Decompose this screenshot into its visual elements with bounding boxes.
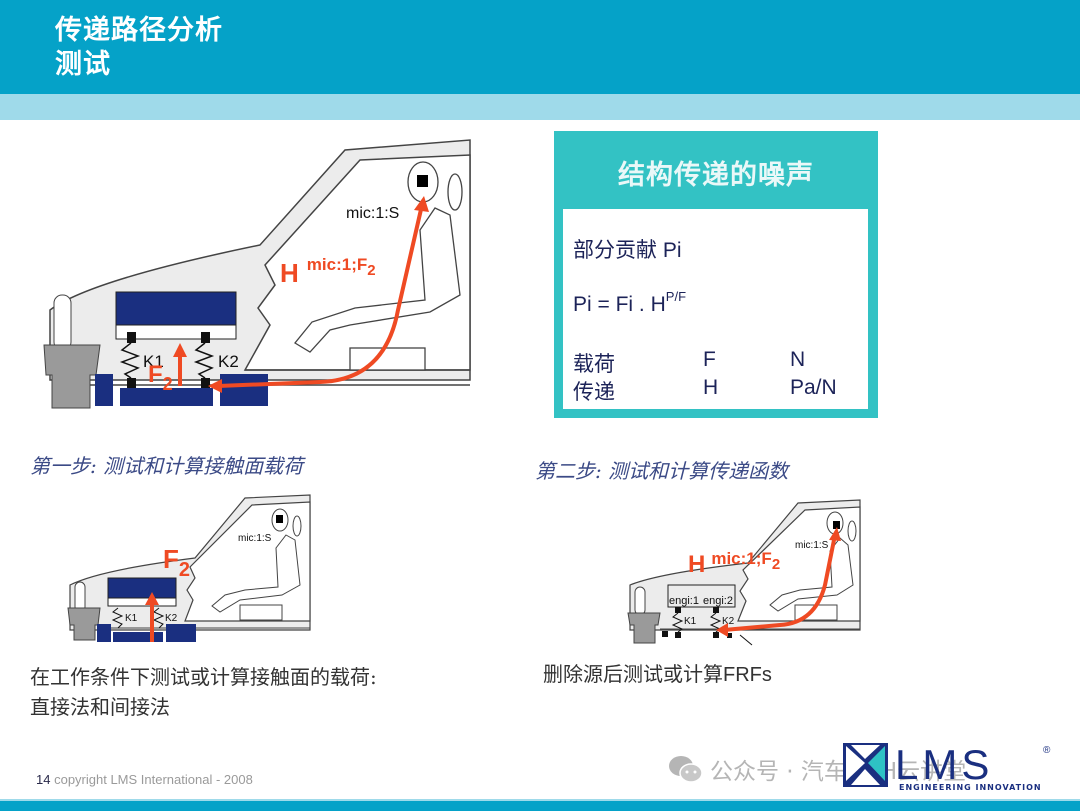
mount-top-1 [675,607,681,613]
cabin-window [243,154,471,371]
mount-top-2 [201,332,210,343]
copyright-text: 14 copyright LMS International - 2008 [36,772,253,787]
step2-description: 删除源后测试或计算FRFs [543,664,772,686]
mount-bottom-4 [727,633,732,638]
step1-desc-line-2: 直接法和间接法 [30,695,170,719]
row-unit: Pa/N [790,376,837,399]
transfer-arrow-head-left [208,379,222,393]
bumper [627,612,661,644]
mic-label: mic:1:S [238,533,272,544]
engi2-label: engi:2 [703,595,733,607]
force-label: F2 [148,361,173,394]
headlight [634,586,646,616]
force-arrow-head [173,343,187,357]
mic-label: mic:1:S [795,540,829,551]
mount-bottom-1 [127,378,136,388]
box-title: 结构传递的噪声 [618,160,814,191]
subframe-right [166,624,196,642]
slide-header [0,0,1080,94]
step1-diagram: K1 K2 mic:1:S F2 [67,494,311,642]
mount-top-2 [713,607,719,613]
engi1-label: engi:1 [669,595,699,607]
transfer-path-arrow [217,204,424,388]
mount-bottom-3 [662,631,668,637]
engine-outline [667,584,736,608]
headlight [53,294,72,351]
step1-title: 第一步: 测试和计算接触面载荷 [30,454,304,478]
lms-logo-text: LMS [895,741,993,788]
subframe-right [220,374,268,406]
mic-label: mic:1:S [346,205,399,222]
k1-label: K1 [143,352,164,371]
k2-label: K2 [722,616,735,627]
step1-description: 在工作条件下测试或计算接触面的载荷: 直接法和间接法 [30,662,377,722]
header-band [0,94,1080,120]
box-content: 部分贡献 Pi Pi = Fi . HP/F 载荷 F N 传递 H Pa/N [563,209,868,409]
k2-label: K2 [165,613,178,624]
partial-contribution-label: 部分贡献 Pi [573,239,682,262]
row-name: 载荷 [573,353,615,376]
mount-bottom-2 [201,378,210,388]
transfer-path-arrow [723,534,837,632]
page-number: 14 [36,772,51,787]
pointer-line [739,634,753,646]
microphone [276,515,283,523]
microphone [833,521,840,529]
k2-label: K2 [218,352,239,371]
engine-base [107,597,177,607]
mount-bottom-1 [675,632,681,638]
transfer-arrow-head-top [829,527,841,541]
formula: Pi = Fi . HP/F [573,289,687,316]
force-label: F2 [163,544,190,581]
structure-borne-noise-box: 结构传递的噪声 部分贡献 Pi Pi = Fi . HP/F 载荷 F N 传递… [554,131,878,418]
watermark-text: 公众号 · 汽车NVH云讲堂 [710,759,967,785]
copyright-label: copyright LMS International - 2008 [54,772,253,787]
footer-band [0,801,1080,811]
row-symbol: F [703,348,716,371]
spring-k1 [671,612,684,633]
title-line-2: 测试 [55,49,111,80]
lms-logo: LMS ® ENGINEERING INNOVATION [843,741,1051,792]
title-line-1: 传递路径分析 [55,15,223,46]
bumper [67,607,101,641]
lms-tagline: ENGINEERING INNOVATION [899,783,1042,792]
lms-logo-mark [843,743,888,787]
microphone [417,175,428,187]
spring-k1 [119,342,141,379]
lms-logo-reg: ® [1043,745,1051,756]
slide-title: 传递路径分析 测试 [55,14,223,82]
k1-label: K1 [125,613,138,624]
spring-k2 [152,607,165,629]
subframe-center [113,632,163,642]
row-name: 传递 [573,381,615,404]
wechat-icon [669,756,703,783]
step2-title: 第二步: 测试和计算传递函数 [535,459,789,483]
transfer-arrow-head-top [414,196,429,212]
row-symbol: H [703,376,719,399]
subframe-left [95,374,113,406]
bumper [43,344,101,409]
transfer-arrow-head-left [716,623,728,637]
footer-line [0,799,1080,801]
subframe-center [120,388,213,406]
row-unit: N [790,348,806,371]
mount-top-1 [127,332,136,343]
subframe-left [97,624,111,642]
step1-desc-line-1: 在工作条件下测试或计算接触面的载荷: [30,665,377,689]
spring-k2 [193,342,215,379]
mount-bottom-2 [713,632,719,638]
force-arrow-head [145,592,159,605]
spring-k1 [111,607,124,629]
k1-label: K1 [684,616,697,627]
